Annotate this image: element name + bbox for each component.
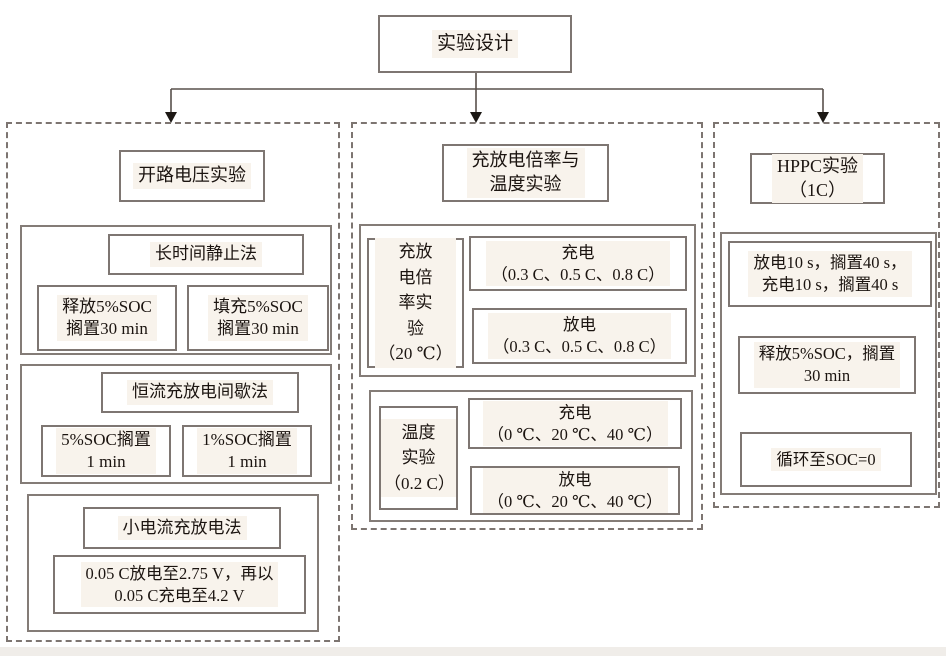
soc5-line2: 1 min [86, 452, 126, 471]
rate-discharge-box: 放电 （0.3 C、0.5 C、0.8 C） [472, 308, 687, 364]
rest-charge-line2: 搁置30 min [217, 319, 299, 338]
root-box-experiment-design: 实验设计 [378, 15, 572, 73]
rest-method-group: 长时间静止法 释放5%SOC 搁置30 min 填充5%SOC 搁置30 min [20, 225, 332, 355]
root-label: 实验设计 [436, 33, 513, 55]
ocv-title-box: 开路电压实验 [119, 150, 265, 202]
hppc-title-box: HPPC实验 （1C） [750, 153, 885, 204]
small-current-label-box: 小电流充放电法 [83, 507, 281, 549]
soc5-line1: 5%SOC搁置 [61, 429, 151, 449]
rate-charge-box: 充电 （0.3 C、0.5 C、0.8 C） [469, 236, 687, 291]
intermittent-method-group: 恒流充放电间歇法 5%SOC搁置 1 min 1%SOC搁置 1 min [20, 364, 332, 484]
soc1-box: 1%SOC搁置 1 min [182, 425, 312, 477]
rest-charge-line1: 填充5%SOC [213, 296, 303, 316]
temp-discharge-line2: （0 ℃、20 ℃、40 ℃） [487, 491, 663, 511]
soc1-line2: 1 min [227, 452, 267, 471]
temp-label-line3: （0.2 C） [384, 473, 455, 493]
rest-method-label: 长时间静止法 [155, 244, 257, 264]
rest-discharge-box: 释放5%SOC 搁置30 min [37, 285, 177, 351]
rate-label-line4: 验 [407, 318, 424, 338]
section-hppc-experiment: HPPC实验 （1C） 放电10 s，搁置40 s， 充电10 s，搁置40 s… [713, 122, 940, 508]
rate-label-line5: （20 ℃） [378, 344, 453, 364]
rate-label-line3: 率实 [398, 293, 433, 313]
hppc-step3-label: 循环至SOC=0 [776, 449, 876, 469]
temp-discharge-box: 放电 （0 ℃、20 ℃、40 ℃） [470, 466, 680, 515]
soc1-line1: 1%SOC搁置 [202, 429, 292, 449]
intermittent-label-box: 恒流充放电间歇法 [101, 372, 299, 413]
rate-discharge-line2: （0.3 C、0.5 C、0.8 C） [492, 337, 667, 356]
small-current-line1: 0.05 C放电至2.75 V，再以 [85, 563, 274, 583]
rate-discharge-line1: 放电 [563, 315, 596, 335]
hppc-step2-box: 释放5%SOC，搁置 30 min [738, 336, 916, 394]
rate-label-line1: 充放 [398, 242, 433, 262]
hppc-step1-line1: 放电10 s，搁置40 s， [753, 253, 907, 273]
rest-method-label-box: 长时间静止法 [108, 234, 304, 275]
rate-group: 充放 电倍 率实 验 （20 ℃） 充电 （0.3 C、0.5 C、0.8 C）… [359, 224, 696, 377]
rest-charge-box: 填充5%SOC 搁置30 min [187, 285, 329, 351]
rate-label-box: 充放 电倍 率实 验 （20 ℃） [367, 238, 464, 368]
hppc-step1-line2: 充电10 s，搁置40 s [761, 275, 899, 294]
small-current-detail-box: 0.05 C放电至2.75 V，再以 0.05 C充电至4.2 V [53, 555, 306, 614]
temp-charge-line2: （0 ℃、20 ℃、40 ℃） [487, 424, 663, 444]
small-current-group: 小电流充放电法 0.05 C放电至2.75 V，再以 0.05 C充电至4.2 … [27, 494, 319, 632]
hppc-step1-box: 放电10 s，搁置40 s， 充电10 s，搁置40 s [728, 241, 932, 307]
temp-group: 温度 实验 （0.2 C） 充电 （0 ℃、20 ℃、40 ℃） 放电 （0 ℃… [369, 390, 693, 522]
ocv-title: 开路电压实验 [138, 165, 246, 186]
temp-label-box: 温度 实验 （0.2 C） [379, 406, 458, 510]
rate-charge-line1: 充电 [561, 242, 595, 262]
temp-discharge-line1: 放电 [558, 469, 592, 489]
temp-label-line1: 温度 [401, 422, 436, 442]
temp-charge-line1: 充电 [558, 402, 592, 422]
rate-label-line2: 电倍 [398, 267, 433, 287]
section-ocv-experiment: 开路电压实验 长时间静止法 释放5%SOC 搁置30 min 填充5%SOC 搁… [6, 122, 340, 642]
section-rate-temp-experiment: 充放电倍率与 温度实验 充放 电倍 率实 验 （20 ℃） 充电 （0.3 C、… [351, 122, 703, 530]
rate-temp-title-line2: 温度实验 [489, 174, 562, 194]
hppc-flow-group: 放电10 s，搁置40 s， 充电10 s，搁置40 s 释放5%SOC，搁置 … [720, 232, 937, 495]
rate-charge-line2: （0.3 C、0.5 C、0.8 C） [491, 264, 665, 284]
temp-charge-box: 充电 （0 ℃、20 ℃、40 ℃） [468, 398, 682, 449]
small-current-line2: 0.05 C充电至4.2 V [114, 585, 245, 605]
rate-temp-title-box: 充放电倍率与 温度实验 [442, 144, 609, 202]
rest-discharge-line1: 释放5%SOC [62, 296, 152, 316]
hppc-step3-box: 循环至SOC=0 [740, 432, 912, 487]
rest-discharge-line2: 搁置30 min [66, 319, 148, 338]
soc5-box: 5%SOC搁置 1 min [41, 425, 171, 477]
hppc-title-line1: HPPC实验 [776, 155, 859, 176]
hppc-step2-line2: 30 min [803, 366, 851, 385]
bottom-strip [0, 647, 946, 656]
intermittent-label: 恒流充放电间歇法 [132, 382, 268, 402]
hppc-step2-line1: 释放5%SOC，搁置 [758, 344, 896, 364]
small-current-label: 小电流充放电法 [122, 517, 242, 537]
hppc-title-line2: （1C） [788, 179, 846, 200]
temp-label-line2: 实验 [401, 448, 436, 468]
rate-temp-title-line1: 充放电倍率与 [471, 150, 580, 171]
